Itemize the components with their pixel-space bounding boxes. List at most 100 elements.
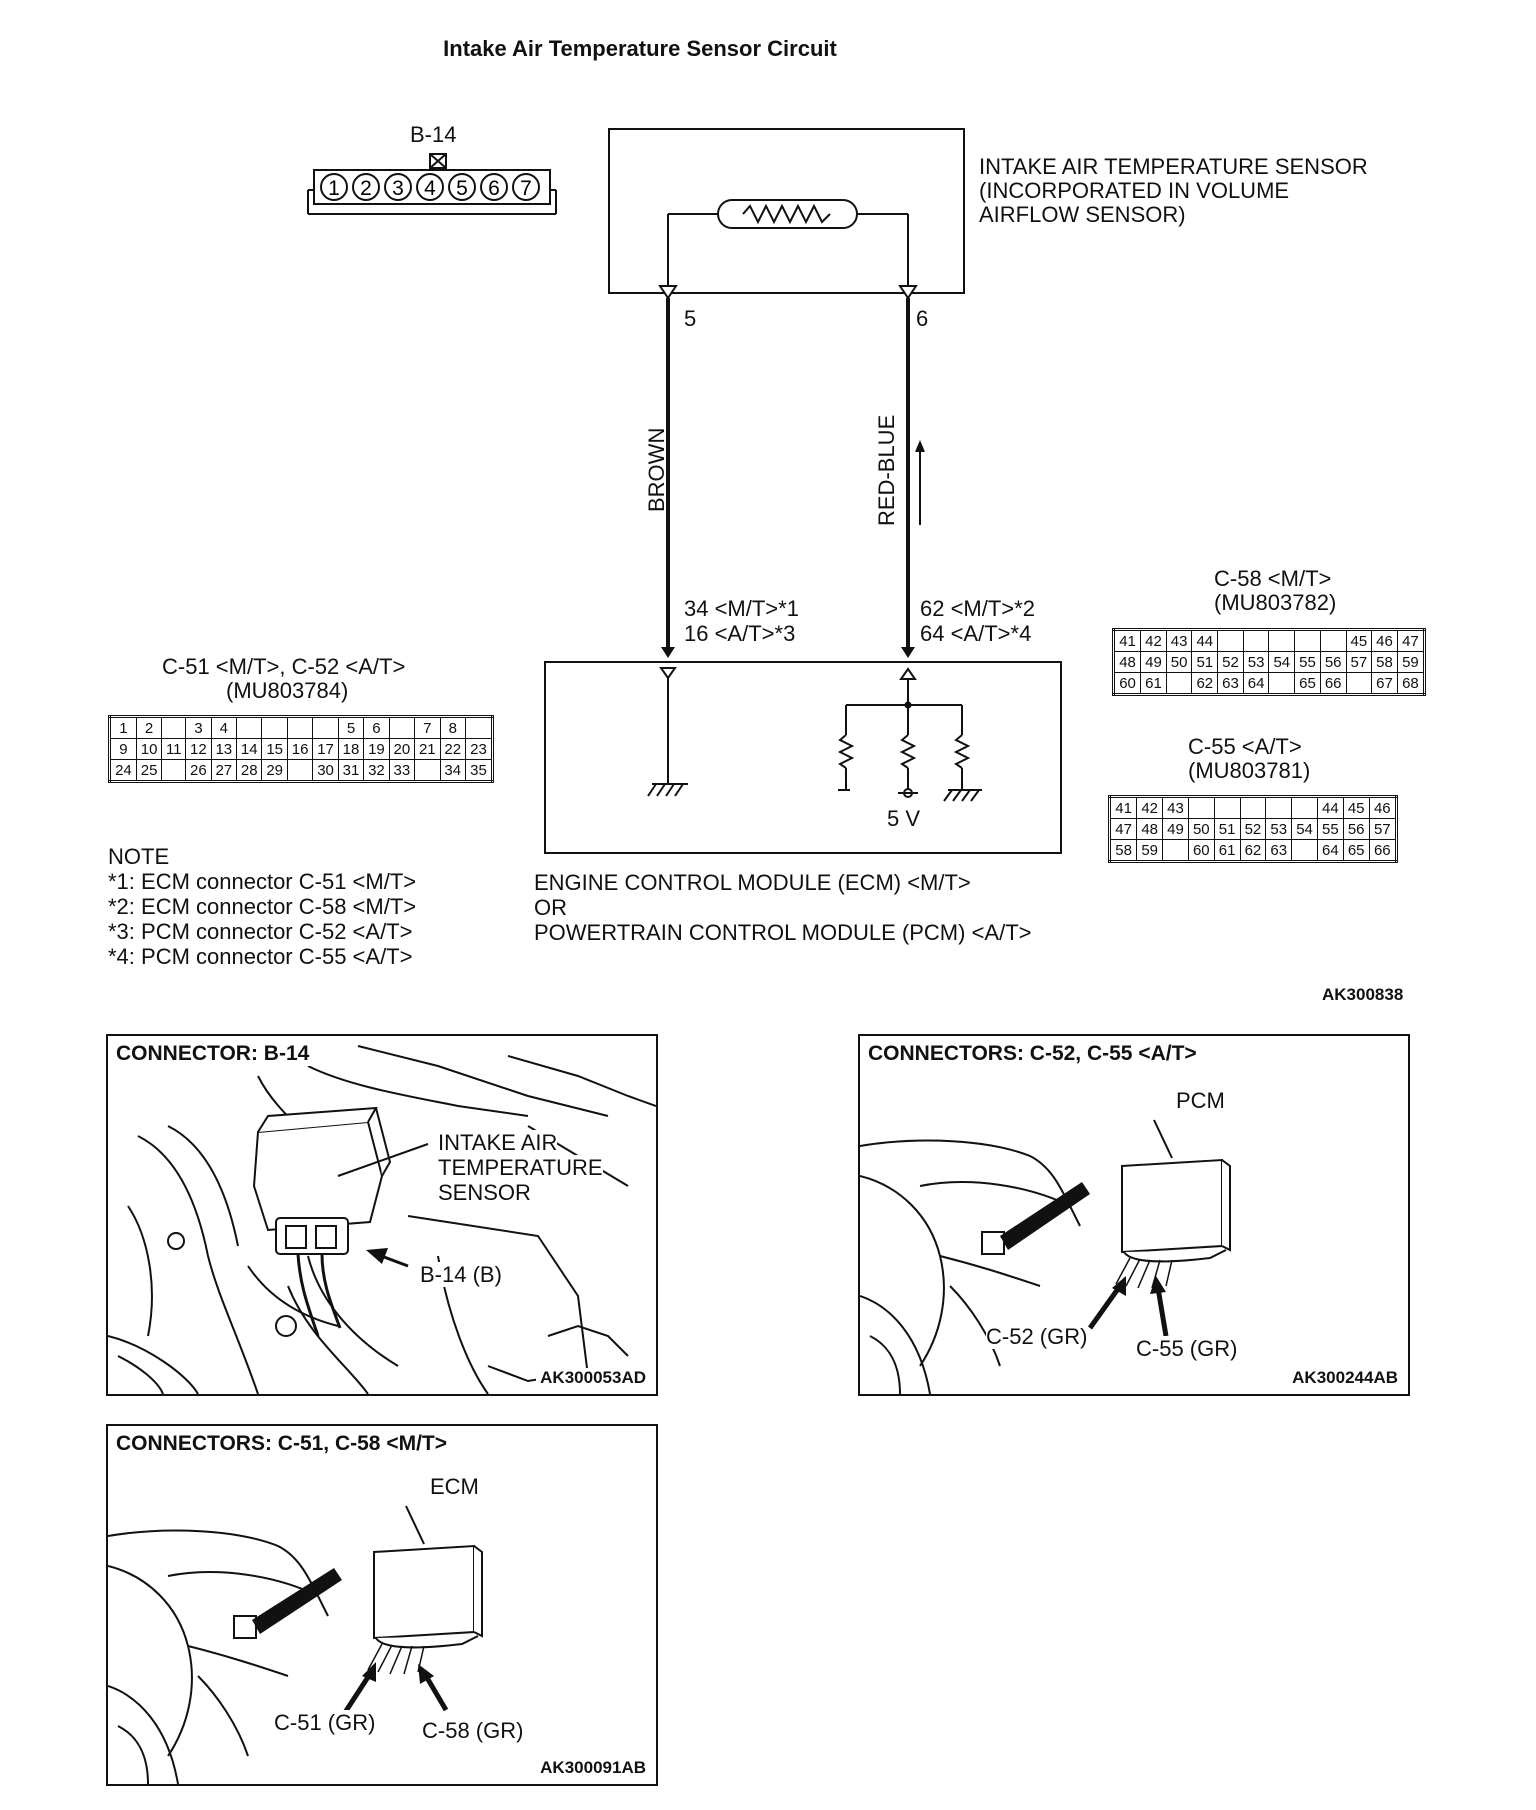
connector-pin: 51 (1213, 818, 1241, 840)
connector-cavity-empty (1242, 629, 1270, 652)
connector-pin: 54 (1268, 651, 1296, 673)
c51-title: C-51 <M/T>, C-52 <A/T> (162, 654, 406, 679)
connector-cavity-empty (1291, 796, 1318, 819)
connector-cavity-empty (1319, 629, 1347, 652)
connector-pin: 34 (439, 759, 466, 782)
connector-pin: 46 (1371, 629, 1398, 652)
connector-pin: 44 (1191, 629, 1219, 652)
dashboard-illustration-at (860, 1119, 1231, 1394)
connector-cavity-empty (312, 716, 339, 739)
ecm-pin-right-line1: 62 <M/T>*2 (920, 596, 1035, 621)
panel-c52-c55-location: CONNECTORS: C-52, C-55 <A/T> PCM C-52 (G… (858, 1034, 1410, 1396)
connector-pin: 32 (363, 759, 390, 782)
connector-cavity-empty (1187, 796, 1215, 819)
ground-left (647, 783, 688, 797)
connector-pin: 58 (1108, 839, 1138, 862)
connector-pin: 47 (1396, 629, 1426, 652)
connector-cavity-empty (1268, 629, 1296, 652)
connector-pin: 1 (109, 716, 137, 739)
connector-pin: 21 (414, 738, 441, 760)
wiring-schematic (544, 128, 1062, 854)
connector-pin: 5 (337, 716, 365, 739)
connector-pin: 16 (286, 738, 314, 760)
panel-b14-location: CONNECTOR: B-14 INTAKE AIR TEMPERATURE S… (106, 1034, 658, 1396)
connector-pin: 13 (210, 738, 238, 760)
connector-pin: 8 (439, 716, 466, 739)
sensor-pin-5: 5 (684, 306, 697, 331)
connector-pin: 49 (1162, 818, 1189, 840)
connector-cavity-empty (414, 759, 441, 782)
connector-cavity-empty (1217, 629, 1244, 652)
note-heading: NOTE (108, 844, 170, 869)
connector-pin: 55 (1316, 818, 1344, 840)
connector-pin: 42 (1140, 629, 1167, 652)
connector-pin: 56 (1319, 651, 1347, 673)
connector-pin: 50 (1187, 818, 1215, 840)
panel-b14-title: CONNECTOR: B-14 (116, 1042, 314, 1066)
connector-pin: 12 (185, 738, 212, 760)
callout-c51: C-51 (GR) (274, 1710, 376, 1735)
connector-pin: 15 (261, 738, 288, 760)
connector-pin: 14 (236, 738, 263, 760)
connector-pin: 47 (1108, 818, 1138, 840)
module-caption-line2: OR (534, 895, 567, 920)
connector-pin: 11 (161, 738, 187, 760)
callout-pcm: PCM (1176, 1088, 1225, 1113)
connector-pin: 23 (464, 738, 494, 760)
callout-b14-connector: B-14 (B) (420, 1262, 502, 1287)
connector-pin: 22 (439, 738, 466, 760)
connector-pin: 33 (388, 759, 416, 782)
connector-pin: 10 (135, 738, 163, 760)
connector-pin: 49 (1140, 651, 1167, 673)
panel-c51-code: AK300091AB (536, 1758, 646, 1778)
connector-pin: 53 (1265, 818, 1293, 840)
sensor-box (608, 128, 965, 294)
ground-right (943, 789, 982, 802)
connector-cavity-empty (388, 716, 416, 739)
connector-pin: 45 (1342, 796, 1370, 819)
connector-cavity-empty (236, 716, 263, 739)
connector-pin: 60 (1112, 672, 1142, 695)
connector-b14-label: B-14 (410, 122, 457, 147)
connector-pin: 57 (1345, 651, 1373, 673)
connector-pin: 62 (1239, 839, 1267, 862)
panel-b14-code: AK300053AD (536, 1368, 646, 1388)
dashboard-illustration-mt (108, 1505, 483, 1784)
connector-pin: 29 (261, 759, 288, 782)
callout-sensor-line1: INTAKE AIR (438, 1130, 558, 1155)
connector-cavity-empty (1345, 672, 1373, 695)
connector-pin: 44 (1316, 796, 1344, 819)
connector-pin: 18 (337, 738, 365, 760)
b14-pin (416, 173, 444, 201)
connector-pin: 63 (1265, 839, 1293, 862)
connector-pin: 68 (1396, 672, 1426, 695)
connector-pin: 2 (135, 716, 163, 739)
c58-part-number: (MU803782) (1214, 590, 1337, 615)
connector-cavity-empty (1213, 796, 1241, 819)
panel-c51-title: CONNECTORS: C-51, C-58 <M/T> (116, 1432, 452, 1456)
sensor-pin-6: 6 (916, 306, 929, 331)
connector-pin: 30 (312, 759, 339, 782)
connector-pin: 4 (210, 716, 238, 739)
connector-pin: 61 (1213, 839, 1241, 862)
callout-c52: C-52 (GR) (986, 1324, 1088, 1349)
connector-pin: 59 (1136, 839, 1164, 862)
c58-title: C-58 <M/T> (1214, 566, 1332, 591)
connector-pin: 56 (1342, 818, 1370, 840)
ecm-pin-right-line2: 64 <A/T>*4 (920, 621, 1032, 646)
connector-pin: 64 (1242, 672, 1270, 695)
connector-pin: 52 (1239, 818, 1267, 840)
callout-ecm: ECM (430, 1474, 479, 1499)
connector-pin: 45 (1345, 629, 1373, 652)
c51-part-number: (MU803784) (226, 678, 349, 703)
connector-cavity-empty (261, 716, 288, 739)
sensor-label-line1: INTAKE AIR TEMPERATURE SENSOR (979, 154, 1368, 179)
connector-pin: 41 (1112, 629, 1142, 652)
b14-pin-number: 1 (328, 177, 340, 200)
connector-pin: 51 (1191, 651, 1219, 673)
